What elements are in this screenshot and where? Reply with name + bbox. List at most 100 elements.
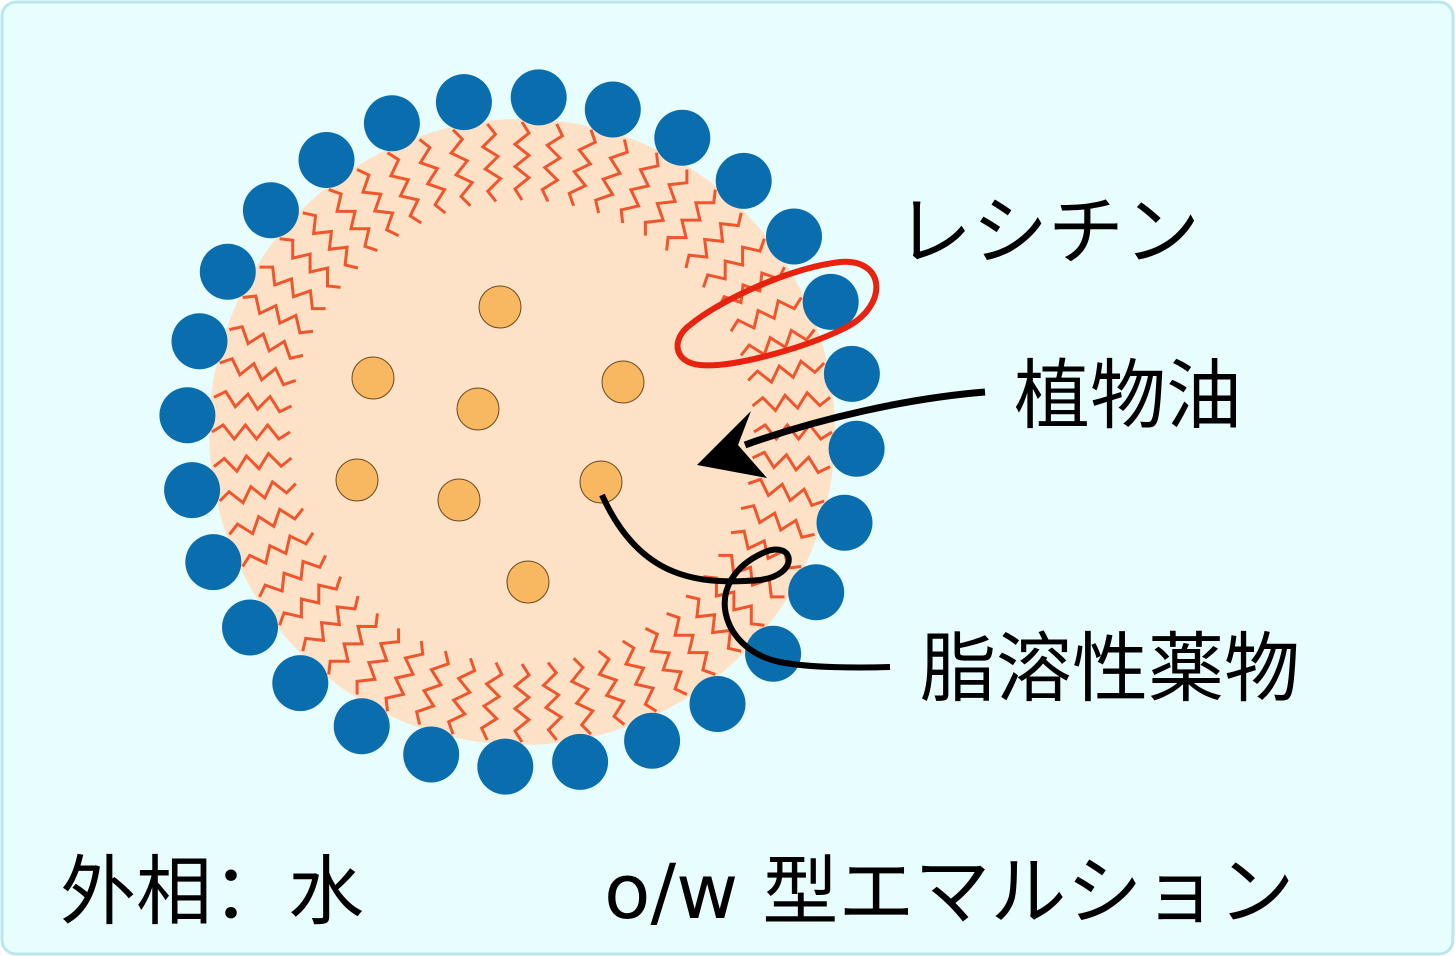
lecithin-heads (159, 69, 885, 795)
lecithin-tail (740, 503, 815, 540)
lecithin-tail (386, 151, 423, 225)
lecithin-tail (597, 649, 626, 726)
lecithin-tail (479, 661, 504, 741)
lecithin-tail (418, 138, 447, 215)
lecithin-tail (666, 611, 716, 676)
lecithin-tail (665, 189, 717, 251)
lecithin-tail (213, 389, 293, 414)
vegetable-oil-arrow-head (697, 411, 767, 478)
lecithin-head (823, 345, 880, 402)
lecithin-tail (211, 422, 291, 442)
lecithin-tail (328, 188, 378, 253)
lecithin-tail (541, 661, 564, 742)
lecithin-tail (729, 296, 803, 333)
lecithin-tail (739, 328, 816, 357)
lecithin-head (689, 676, 746, 732)
lecithin-head (715, 152, 772, 209)
lecithin-head (552, 733, 609, 790)
lecithin-tail (259, 265, 326, 311)
lecithin-tail (384, 640, 425, 712)
lecithin-tail (747, 358, 826, 385)
lecithin-label: レシチン (896, 187, 1200, 276)
lecithin-tail (218, 479, 297, 506)
drug-particle (601, 360, 645, 404)
lecithin-tail (684, 212, 743, 269)
lecithin-head (584, 81, 641, 138)
lecithin-tail (356, 168, 400, 237)
lecithin-head (272, 655, 329, 712)
lecithin-tail (621, 639, 658, 713)
lecithin-head (242, 182, 299, 239)
lecithin-tail (229, 324, 304, 361)
lecithin-tail (593, 139, 630, 214)
lecithin-head (222, 599, 278, 656)
lecithin-tail (685, 594, 742, 653)
lecithin-head (745, 625, 802, 682)
lecithin-head (333, 698, 390, 755)
lecithin-head (654, 109, 711, 166)
drug-particle (335, 458, 379, 502)
lecithin-tail (512, 663, 532, 743)
lecithin-tail (567, 129, 598, 207)
lecithin-tail (241, 531, 315, 568)
lecithin-head (185, 534, 242, 591)
lecithin-head (828, 420, 885, 477)
lecithin-tail (242, 294, 314, 335)
fat-soluble-drug-pointer-line (599, 493, 891, 671)
lecithin-head (298, 132, 355, 188)
drug-particle (579, 460, 623, 504)
lecithin-head (435, 74, 492, 131)
lecithin-tail (258, 554, 327, 598)
lecithin-tail (219, 356, 297, 387)
lecithin-tail (302, 211, 359, 270)
lecithin-tail (643, 169, 689, 236)
lecithin-head (788, 564, 845, 621)
drug-particle (437, 478, 481, 522)
lecithin-tail (569, 657, 596, 736)
outer-phase-label: 外相：水 (60, 847, 364, 936)
lecithin-tail (619, 152, 660, 224)
lecithin-head (816, 494, 873, 551)
lecithin-head (171, 313, 228, 370)
lecithin-tail (279, 237, 341, 289)
lecithin-tail (751, 450, 831, 475)
lecithin-highlight-outline (674, 258, 880, 369)
vegetable-oil-arrow-line (743, 388, 986, 449)
lecithin-tail (448, 128, 475, 207)
lecithin-head (199, 243, 256, 300)
vegetable-oil-label: 植物油 (1014, 351, 1242, 440)
lecithin-tail (480, 122, 503, 203)
lecithin-tail (751, 390, 832, 413)
oil-core (209, 119, 835, 745)
lecithin-tail (718, 553, 785, 599)
lecithin-tail (228, 507, 305, 536)
lecithin-head (159, 387, 216, 444)
lecithin-head (477, 738, 534, 795)
lecithin-head (766, 208, 822, 265)
lecithin-tail (644, 627, 688, 696)
drug-particle (478, 285, 522, 329)
lecithin-tail (278, 576, 343, 626)
lecithin-tail (355, 628, 401, 695)
lecithin-head (510, 69, 567, 126)
lecithin-head (624, 712, 681, 769)
fat-soluble-drug-label: 脂溶性薬物 (920, 624, 1300, 713)
lecithin-tail (701, 238, 766, 288)
lecithin-tail (301, 595, 360, 652)
emulsion-type-label: o/w 型エマルション (604, 847, 1294, 936)
drug-particle (506, 560, 550, 604)
lecithin-head (403, 726, 460, 783)
lecithin-head (802, 273, 859, 330)
lecithin-tail (327, 613, 379, 675)
lecithin-tail (212, 451, 293, 474)
drug-particles (335, 285, 645, 604)
lecithin-head (164, 462, 221, 519)
lecithin-tail (747, 477, 825, 508)
lecithin-tail (540, 123, 565, 203)
lecithin-tail (414, 650, 451, 725)
drug-particle (456, 387, 500, 431)
lecithin-tail (512, 121, 532, 201)
lecithin-tail (446, 657, 477, 735)
drug-particle (351, 356, 395, 400)
